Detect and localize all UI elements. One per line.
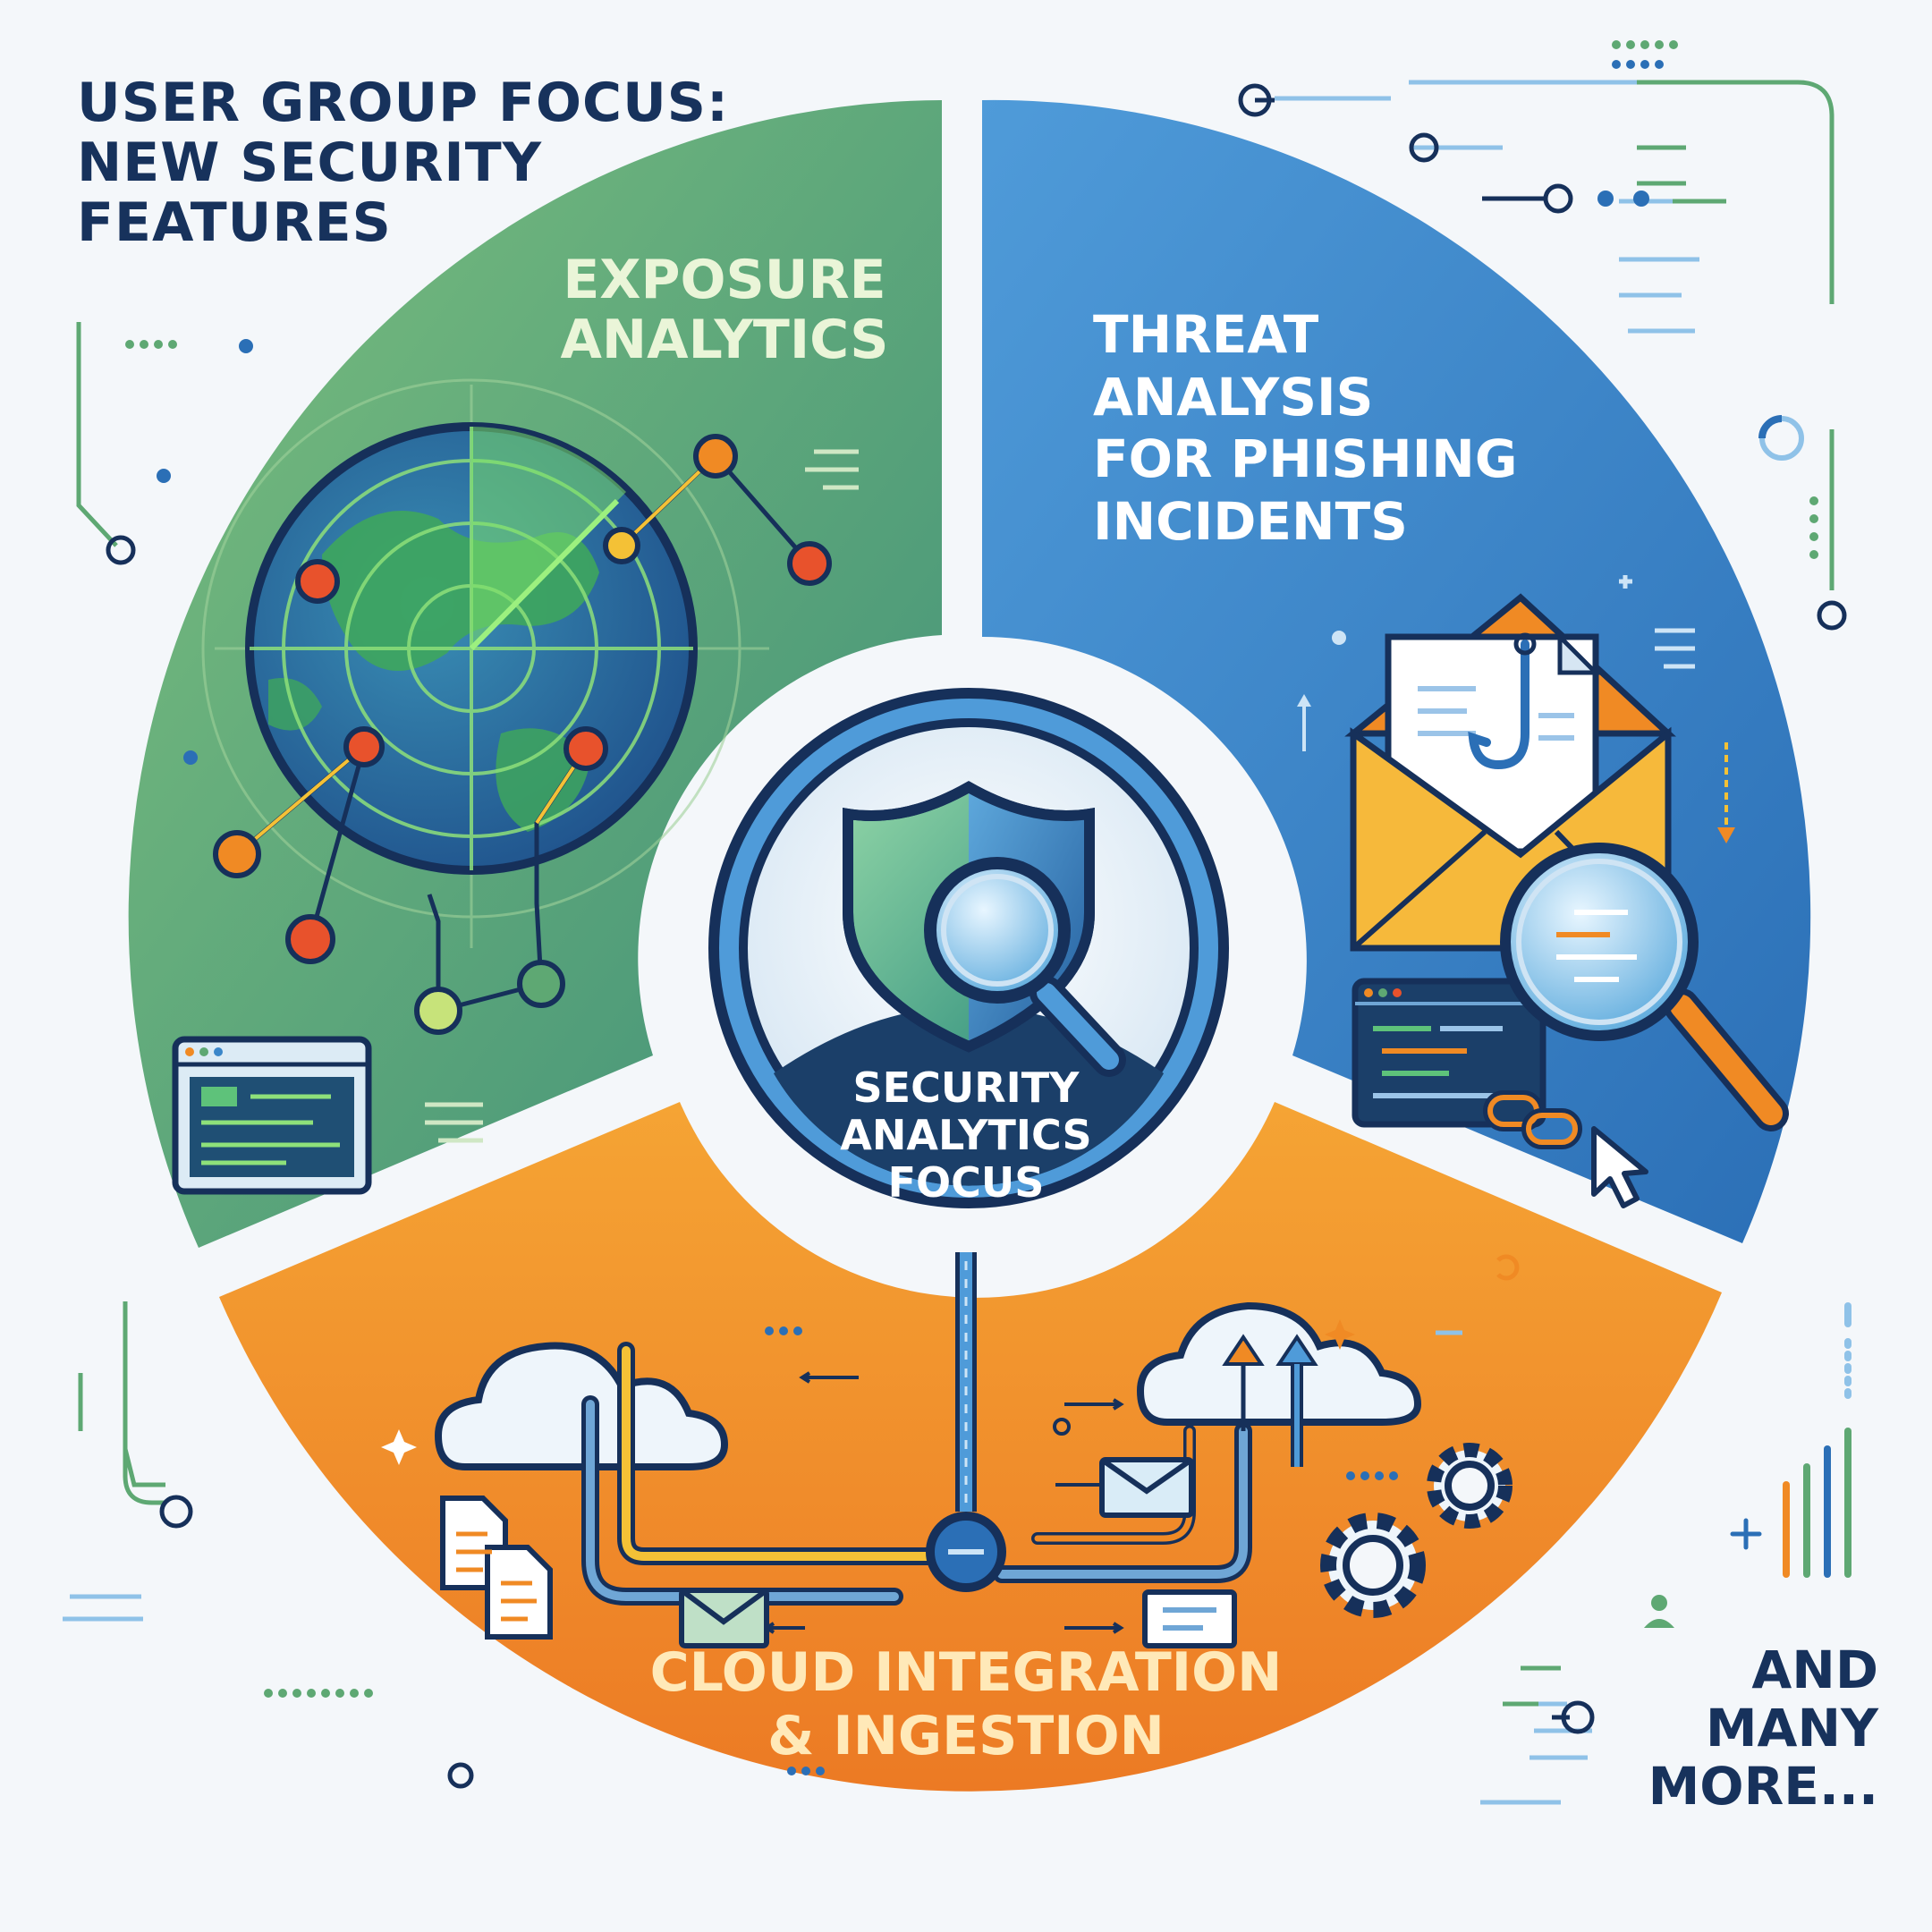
segment-label-line: ANALYSIS: [1093, 366, 1374, 428]
threat-analysis-label: THREAT ANALYSIS FOR PHISHING INCIDENTS: [1093, 304, 1517, 553]
exposure-analytics-label: EXPOSURE ANALYTICS: [501, 250, 948, 370]
segment-label-line: THREAT: [1093, 304, 1319, 365]
note-line: MANY: [1705, 1697, 1878, 1758]
chain-link-icon: [1483, 1090, 1582, 1149]
segment-label-line: INCIDENTS: [1093, 490, 1408, 552]
note-line: MORE...: [1648, 1755, 1878, 1817]
segment-label-line: CLOUD INTEGRATION: [649, 1641, 1283, 1704]
gear-icon: [1320, 1443, 1513, 1618]
document-icon: [440, 1496, 553, 1640]
sparkle-icon: [381, 1319, 1355, 1465]
threat-decor: [1297, 575, 1735, 843]
center-label-line: ANALYTICS: [840, 1110, 1092, 1159]
security-analytics-focus-label: SECURITY ANALYTICS FOCUS: [787, 1064, 1145, 1207]
browser-window-icon: [172, 1036, 372, 1195]
segment-label-line: & INGESTION: [767, 1704, 1165, 1767]
title-line: USER GROUP FOCUS:: [77, 72, 730, 134]
center-label-line: SECURITY: [852, 1063, 1080, 1112]
cursor-icon: [1591, 1126, 1648, 1208]
segment-label-line: ANALYTICS: [560, 309, 889, 372]
magnifier-icon: [1500, 843, 1789, 1131]
user-icon: [1644, 1595, 1674, 1628]
bar-sparkline-decor: [1730, 1302, 1852, 1578]
shield-magnifier-icon: [843, 781, 1126, 1077]
title-line: NEW SECURITY: [77, 131, 543, 195]
center-label-line: FOCUS: [887, 1157, 1045, 1207]
code-window-icon: [1352, 978, 1546, 1128]
page-title: USER GROUP FOCUS: NEW SECURITY FEATURES: [77, 72, 730, 255]
cloud-integration-label: CLOUD INTEGRATION & INGESTION: [617, 1641, 1315, 1768]
segment-label-line: FOR PHISHING: [1093, 428, 1518, 490]
radar-globe-icon: [245, 422, 698, 875]
note-line: AND: [1751, 1640, 1878, 1700]
dot-rows: [125, 40, 1818, 1775]
segment-label-line: EXPOSURE: [563, 249, 886, 311]
cloud-integration-icon: [434, 1252, 1422, 1634]
envelope-icon: [679, 1457, 1237, 1648]
title-line: FEATURES: [77, 191, 392, 255]
network-graph-icon: [213, 434, 832, 1035]
circuit-decor: [63, 80, 1847, 1805]
exposure-decor-lines: [425, 449, 859, 1143]
and-many-more-note: AND MANY MORE...: [1610, 1641, 1878, 1816]
